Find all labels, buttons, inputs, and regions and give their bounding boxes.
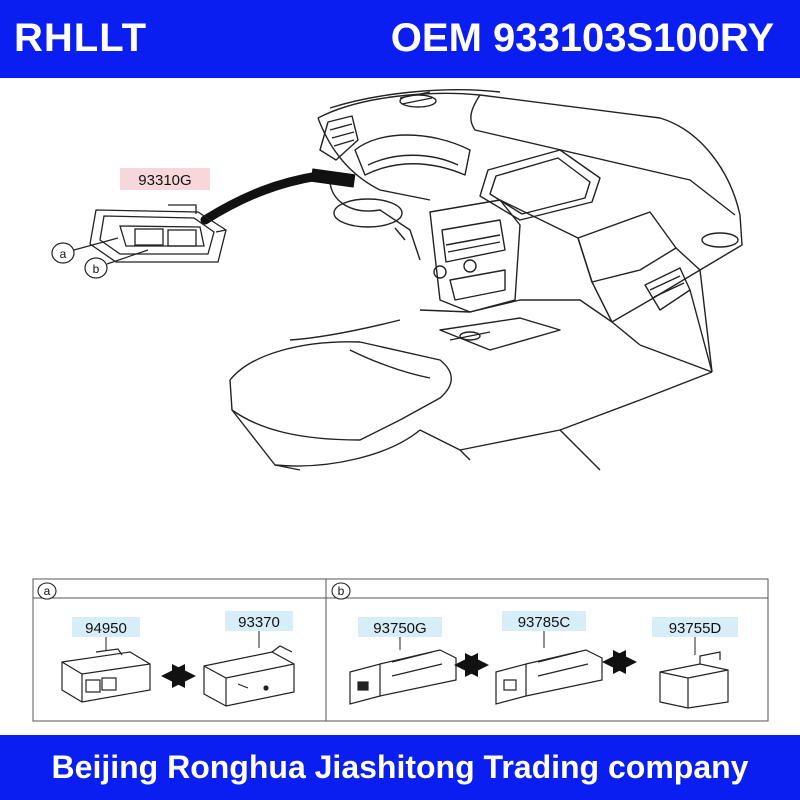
part-93755D-label: 93755D: [669, 620, 722, 637]
section-a-label: a: [44, 584, 51, 598]
part-94950-drawing: [61, 648, 151, 703]
part-93755D-drawing: [659, 651, 729, 709]
swap-arrows: [161, 650, 637, 688]
main-part-label-bg: [120, 168, 210, 190]
callout-a-text: a: [60, 247, 67, 261]
dashboard-drawing: [229, 89, 743, 471]
detail-table: [32, 578, 769, 722]
callout-b: [84, 249, 149, 279]
company-name: Beijing Ronghua Jiashitong Trading compa…: [51, 749, 749, 785]
part-94950-label: 94950: [85, 620, 127, 637]
part-93750G-label: 93750G: [373, 620, 426, 637]
brand-name: RHLLT: [14, 16, 148, 60]
parts-diagram: 93310G a b a: [0, 78, 800, 735]
part-93370-label: 93370: [238, 614, 280, 631]
part-93785C-drawing: [495, 649, 603, 705]
oem-number: OEM 933103S100RY: [390, 16, 774, 60]
part-93750G-drawing: [349, 649, 457, 705]
header-banner: RHLLT OEM 933103S100RY: [0, 0, 800, 78]
callout-b-text: b: [93, 262, 100, 276]
main-part-label: 93310G: [138, 172, 191, 189]
pointer-arrow: [200, 171, 323, 225]
part-93785C-label: 93785C: [518, 614, 571, 631]
callout-a: [51, 237, 119, 264]
section-b-label: b: [338, 584, 345, 598]
switch-panel: [89, 204, 227, 263]
footer-banner: Beijing Ronghua Jiashitong Trading compa…: [0, 735, 800, 800]
part-93370-drawing: [203, 645, 295, 707]
